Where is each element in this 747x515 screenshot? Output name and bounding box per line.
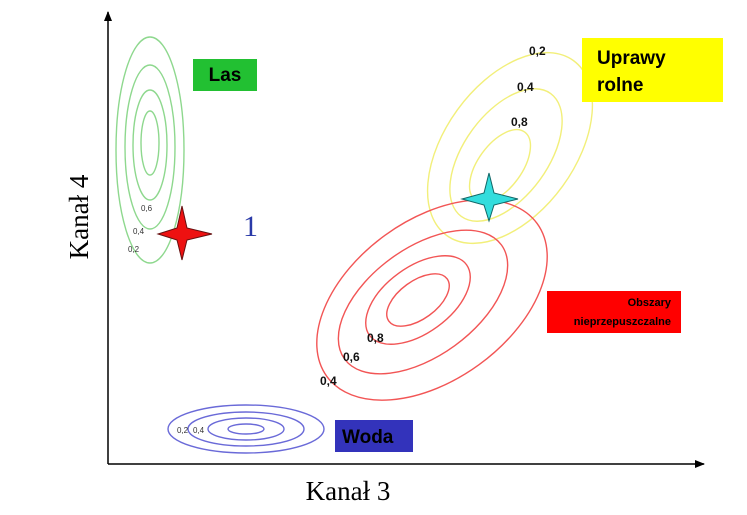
forest-contour-3	[132, 89, 168, 201]
impervious-contours	[316, 199, 548, 401]
water-label-box: Woda	[335, 420, 413, 452]
forest-contour-2	[124, 64, 176, 230]
impervious-label-box: Obszary nieprzepuszczalne	[547, 291, 681, 333]
forest-contour-label-02: 0,2	[128, 245, 140, 254]
pixel-number: 1	[243, 210, 258, 243]
crops-contour-middle	[449, 88, 563, 222]
forest-contour-outer	[115, 36, 185, 264]
impervious-contour-inner	[386, 273, 450, 327]
crops-label-box: Uprawy rolne	[582, 38, 723, 102]
crops-contour-label-02: 0,2	[529, 44, 546, 58]
water-label: Woda	[342, 427, 394, 448]
crops-contour-outer	[426, 51, 594, 245]
impervious-contour-3	[365, 255, 471, 345]
crops-contour-label-08: 0,8	[511, 115, 528, 129]
y-axis-title: Kanał 4	[64, 174, 94, 259]
forest-label: Las	[209, 65, 242, 86]
forest-contour-label-04: 0,4	[133, 227, 145, 236]
water-contour-label-04: 0,4	[193, 426, 205, 435]
water-contour-outer	[167, 404, 325, 454]
impervious-contour-label-08: 0,8	[367, 331, 384, 345]
forest-box	[193, 59, 257, 91]
water-contour-2	[187, 411, 305, 447]
impervious-contour-label-06: 0,6	[343, 350, 360, 364]
forest-label-box: Las	[193, 59, 257, 91]
x-axis-title: Kanał 3	[306, 476, 391, 506]
impervious-box	[547, 291, 681, 333]
crops-contour-label-04: 0,4	[517, 80, 534, 94]
crop-star-icon	[460, 172, 519, 223]
water-contour-3	[207, 417, 285, 441]
forest-contours	[115, 36, 185, 264]
water-contours	[167, 404, 325, 454]
axes	[104, 11, 705, 468]
water-contour-label-02: 0,2	[177, 426, 189, 435]
forest-contour-label-06: 0,6	[141, 204, 153, 213]
impervious-contour-2	[337, 229, 509, 375]
pixel-star-icon	[156, 205, 213, 261]
water-box	[335, 420, 413, 452]
water-contour-inner	[227, 423, 265, 435]
impervious-contour-outer	[316, 199, 548, 401]
impervious-label-line1: Obszary	[628, 297, 672, 309]
crops-box	[582, 38, 723, 102]
impervious-contour-label-04: 0,4	[320, 374, 337, 388]
impervious-label-line2: nieprzepuszczalne	[574, 316, 671, 328]
crops-label-line2: rolne	[597, 75, 643, 96]
forest-contour-inner	[140, 110, 160, 176]
crops-label-line1: Uprawy	[597, 48, 666, 69]
